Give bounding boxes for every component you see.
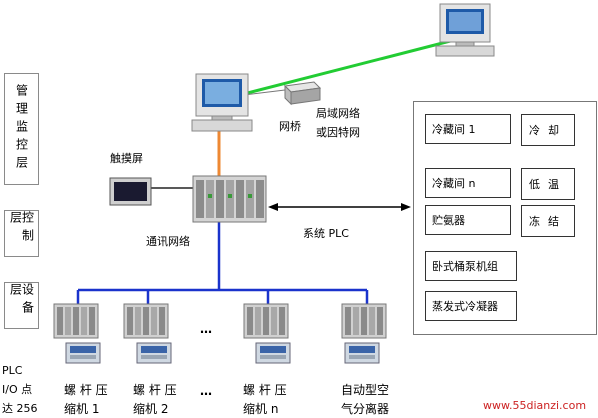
comm-network-label: 通讯网络: [146, 235, 190, 248]
layer-device-label: 设备层: [8, 283, 35, 319]
device-n-label-line2: 缩机 n: [243, 402, 279, 416]
touchscreen-label: 触摸屏: [110, 152, 143, 165]
layer-control-box: 控制层: [4, 210, 39, 257]
cold-room-1-box: 冷藏间 1: [425, 114, 511, 144]
device-1-label-line1: 螺 杆 压: [64, 383, 108, 397]
plc-io-line1: PLC: [2, 364, 23, 377]
device-2-label-line2: 缩机 2: [133, 402, 169, 416]
low-temp-box: 低温: [521, 168, 575, 200]
watermark-text: www.55dianzi.com: [483, 399, 587, 412]
system-plc-label: 系统 PLC: [303, 227, 349, 240]
evap-condenser-box: 蒸发式冷凝器: [425, 291, 517, 321]
layer-management-label: 管理监控层: [14, 84, 29, 174]
device-n-label-line1: 螺 杆 压: [243, 383, 287, 397]
device-2-label-line1: 螺 杆 压: [133, 383, 177, 397]
bridge-label: 网桥: [279, 120, 301, 133]
lan-label-line1: 局域网络: [316, 107, 360, 120]
device-1-label-line2: 缩机 1: [64, 402, 100, 416]
barrel-pump-box: 卧式桶泵机组: [425, 251, 517, 281]
plc-io-line3: 达 256: [2, 402, 38, 415]
cold-room-n-box: 冷藏间 n: [425, 168, 511, 198]
ellipsis-bottom: …: [200, 384, 215, 398]
freezing-box: 冻结: [521, 205, 575, 237]
layer-device-box: 设备层: [4, 282, 39, 329]
plc-io-line2: I/O 点: [2, 383, 33, 396]
lan-label-line2: 或因特网: [316, 126, 360, 139]
ellipsis-top: …: [200, 322, 215, 336]
cooling-box: 冷却: [521, 114, 575, 146]
layer-management-box: 管理监控层: [4, 73, 39, 185]
device-separator-label-line1: 自动型空: [341, 383, 390, 397]
wan-link-line: [227, 36, 463, 100]
layer-control-label: 控制层: [8, 211, 35, 247]
system-equipment-panel: 冷藏间 1 冷却 冷藏间 n 低温 贮氨器 冻结 卧式桶泵机组 蒸发式冷凝器: [413, 101, 597, 335]
ammonia-storage-box: 贮氨器: [425, 205, 511, 235]
device-separator-label-line2: 气分离器: [341, 402, 390, 416]
